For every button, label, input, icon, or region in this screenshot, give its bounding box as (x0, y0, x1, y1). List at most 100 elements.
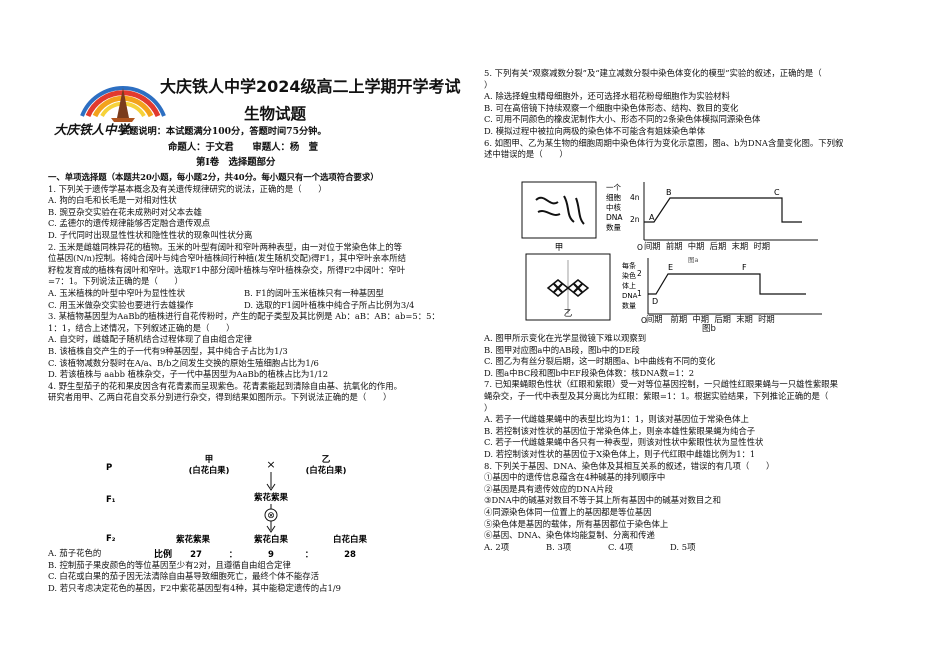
q6-option-d: D. 图a中BC段和图b中EF段染色体数：核DNA数=1：2 (484, 367, 695, 378)
q4-options: A. 茄子花色的 B. 控制茄子果皮颜色的等位基因至少有2对，且遵循自由组合定律… (48, 548, 468, 594)
q2-stem-line: 籽粒发育成的植株有阔叶和窄叶。选取F1中部分阔叶植株与窄叶植株杂交，所得F2中阔… (48, 264, 406, 275)
graph-b-origin: O (641, 316, 647, 325)
q4-stem-line: 4. 野生型茄子的花和果皮因含有花青素而呈现紫色。花青素能起到清除自由基、抗氧化… (48, 380, 403, 391)
q1-option-c: C. 孟德尔的遗传规律能够否定融合遗传观点 (48, 218, 211, 229)
q8-option-a: A. 2项 (484, 541, 510, 552)
q2-option-c: C. 用玉米做杂交实验也要进行去雄操作 (48, 299, 194, 310)
chromosome-pair-icon (553, 283, 583, 293)
graph-b-xlabel: 中期 (692, 314, 710, 324)
f2-phenotype-3: 白花白果 (333, 534, 368, 545)
ratio-value-2: 9 (268, 550, 274, 560)
q1-option-b: B. 豌豆杂交实验在花未成熟时对父本去雄 (48, 206, 202, 217)
q5-stem-line: 5. 下列有关“观察减数分裂”及“建立减数分裂中染色体变化的模型”实验的叙述，正… (484, 68, 822, 78)
parent-jia: 甲 (205, 455, 214, 465)
graph-a-point-c: C (774, 188, 780, 197)
q3-stem-line: 1：1，结合上述情况，下列叙述正确的是（ ） (48, 322, 235, 333)
q5-stem-line: ） (484, 79, 493, 90)
q3-stem-line: 3. 某植物基因型为AaBb的植株进行自花传粉时，产生的配子类型及其比例是 Ab… (48, 311, 440, 322)
q8-statement-3: ③DNA中的碱基对数目不等于其上所有基因中的碱基对数目之和 (484, 495, 721, 506)
graph-a-ylabel-1: 一个 (606, 183, 621, 192)
q3-option-c: C. 该植物减数分裂时在A/a、B/b之间发生交换的原始生殖细胞占比为1/6 (48, 357, 319, 368)
f1-phenotype: 紫花紫果 (254, 492, 289, 503)
q8-option-d: D. 5项 (670, 541, 696, 552)
right-text-block-1: 5. 下列有关“观察减数分裂”及“建立减数分裂中染色体变化的模型”实验的叙述，正… (484, 68, 912, 161)
figure-jia-graph-a: 甲 一个 细胞 中核 DNA 数量 4n 2n O A B C (521, 181, 818, 253)
f2-generation-label: F₂ (106, 534, 116, 544)
graph-b-ytick-1: 1 (637, 289, 642, 298)
q3-option-a: A. 自交时，雌雄配子随机结合过程体现了自由组合定律 (48, 334, 252, 345)
graph-a-xlabel: 前期 (665, 241, 683, 251)
graph-a-xlabel: 末期 (731, 241, 749, 251)
parent-yi-phenotype: (白花白果) (306, 465, 347, 475)
graph-a-xlabel: 间期 (644, 241, 661, 251)
graph-b-point-e: E (668, 263, 673, 272)
p-generation-label: P (106, 463, 112, 473)
cross-figure: P F₁ F₂ 甲 (白花白果) × 乙 (白花白果) 紫花紫果 ⊗ 紫花紫果 … (106, 455, 368, 560)
f1-generation-label: F₁ (106, 495, 116, 505)
selfing-symbol: ⊗ (267, 511, 275, 521)
parent-yi: 乙 (322, 455, 331, 465)
q6-option-c: C. 图乙为有丝分裂后期，这一时期图a、b中曲线有不同的变化 (484, 356, 716, 367)
right-text-block-2: A. 图甲所示变化在光学显微镜下难以观察到 B. 图甲对应图a中的AB段，图b中… (484, 333, 912, 553)
q7-option-c: C. 若子一代雌雄果蝇中各只有一种表型，则该对性状中紫眼性状为显性性状 (484, 437, 764, 448)
q6-option-a: A. 图甲所示变化在光学显微镜下难以观察到 (484, 333, 647, 343)
q2-options-row-2: C. 用玉米做杂交实验也要进行去雄操作 D. 选取的F1阔叶植株中纯合子所占比例为… (48, 300, 468, 312)
graph-a-point-b: B (666, 188, 672, 197)
figure-yi-graph-b: 乙 每条 染色 体上 DNA 数量 2 1 O D E F 图a (525, 253, 822, 325)
q2-option-a: A. 玉米植株的叶型中窄叶为显性性状 (48, 287, 185, 298)
q4-stem-line: 研究者用甲、乙两白花自交系分别进行杂交，得到结果如图所示。下列说法正确的是（ ） (48, 392, 392, 403)
self-arrow-head (266, 525, 276, 533)
graph-a-xlabels: 间期 前期 中期 后期 末期 时期 (644, 241, 770, 252)
ratio-value-3: 28 (344, 550, 356, 560)
graph-b-ylabel-1: 每条 (622, 261, 636, 270)
chromosome-icon (535, 195, 585, 225)
q2-option-d: D. 选取的F1阔叶植株中纯合子所占比例为3/4 (244, 299, 415, 310)
school-title: 大庆铁人中学2024级高二上学期开学考试 (160, 77, 461, 96)
selfing-circle (264, 508, 278, 522)
graph-b-xlabel: 时期 (758, 314, 775, 324)
q1-stem: 1. 下列关于遗传学基本概念及有关遗传规律研究的说法，正确的是（ ） (48, 183, 327, 194)
q7-stem-line: 蝇杂交，子一代中表型及其分离比为红眼：紫眼=1：1。根据实验结果，下列推论正确的… (484, 390, 829, 401)
q6-option-b: B. 图甲对应图a中的AB段，图b中的DE段 (484, 344, 640, 355)
graph-b-curve (648, 273, 806, 295)
q2-options-row-1: A. 玉米植株的叶型中窄叶为显性性状 B. F1的阔叶玉米植株只有一种基因型 (48, 288, 468, 300)
ratio-colon-1: ： (229, 550, 238, 560)
subject-title: 生物试题 (244, 105, 307, 123)
q4-option-d: D. 若只考虑决定花色的基因，F2中紫花基因型有4种，其中能稳定遗传的占1/9 (48, 582, 341, 593)
q5-option-c: C. 可用不同颜色的橡皮泥制作大小、形态不同的2条染色体模拟同源染色体 (484, 114, 761, 125)
graph-b-ylabel-3: 体上 (622, 281, 636, 290)
left-text-block: 一、单项选择题（本题共20小题，每小题2分，共40分。每小题只有一个选项符合要求… (48, 172, 468, 404)
q3-option-d: D. 若该植株与 aabb 植株杂交，子一代中基因型为AaBb的植株占比为1/1… (48, 369, 329, 380)
q1-option-d: D. 子代同时出现显性性状和隐性性状的现象叫性状分离 (48, 229, 253, 240)
cross-symbol: × (266, 458, 275, 471)
q4-option-b: B. 控制茄子果皮颜色的等位基因至少有2对，且遵循自由组合定律 (48, 559, 291, 570)
graph-a-ylabel-4: DNA (606, 213, 623, 222)
graph-b-xlabel: 前期 (670, 314, 688, 324)
q7-option-a: A. 若子一代雌雄果蝇中的表型比均为1：1，则该对基因位于常染色体上 (484, 414, 749, 425)
authors: 命题人：于文君 审题人：杨 萱 (168, 142, 319, 153)
graph-b-ylabel-4: DNA (622, 292, 638, 300)
q8-option-c: C. 4项 (608, 541, 634, 552)
panel-jia-frame (521, 181, 597, 239)
q8-statement-1: ①基因中的遗传信息蕴含在4种碱基的排列顺序中 (484, 472, 666, 483)
q8-statement-4: ④同源染色体同一位置上的基因都是等位基因 (484, 506, 652, 517)
ratio-label: 比例 (154, 548, 172, 560)
spindle-icon (546, 279, 590, 297)
part-title: 第Ⅰ卷 选择题部分 (196, 157, 276, 168)
q7-stem-line: 7. 已知果蝇眼色性状（红眼和紫眼）受一对等位基因控制，一只雌性红眼果蝇与一只雄… (484, 379, 839, 390)
q6-stem-line: 6. 如图甲、乙为某生物的细胞周期中染色体行为变化示意图，图a、b为DNA含量变… (484, 137, 844, 148)
q7-option-b: B. 若控制该对性状的基因位于常染色体上，则亲本雄性紫眼果蝇为纯合子 (484, 425, 756, 436)
graph-a-point-a: A (649, 213, 655, 222)
logo-caption: 大庆铁人中学 (54, 122, 130, 137)
q2-stem-line: =7：1。下列说法正确的是（ ） (48, 276, 183, 287)
section-title: 一、单项选择题（本题共20小题，每小题2分，共40分。每小题只有一个选项符合要求… (48, 172, 379, 182)
graph-b-xlabels: 间期 前期 中期 后期 末期 时期 (646, 314, 775, 325)
q3-option-b: B. 该植株自交产生的子一代有9种基因型，其中纯合子占比为1/3 (48, 345, 288, 356)
q5-option-d: D. 模拟过程中被拉向两极的染色体不可能含有姐妹染色单体 (484, 125, 706, 136)
q2-option-b: B. F1的阔叶玉米植株只有一种基因型 (244, 287, 384, 298)
graph-a-ytick-2n: 2n (630, 215, 640, 224)
q1-option-a: A. 狗的白毛和长毛是一对相对性状 (48, 195, 177, 206)
panel-yi-label: 乙 (564, 309, 573, 319)
q2-stem-line: 2. 玉米是雌雄同株异花的植物。玉米的叶型有阔叶和窄叶两种表型，由一对位于常染色… (48, 241, 403, 252)
